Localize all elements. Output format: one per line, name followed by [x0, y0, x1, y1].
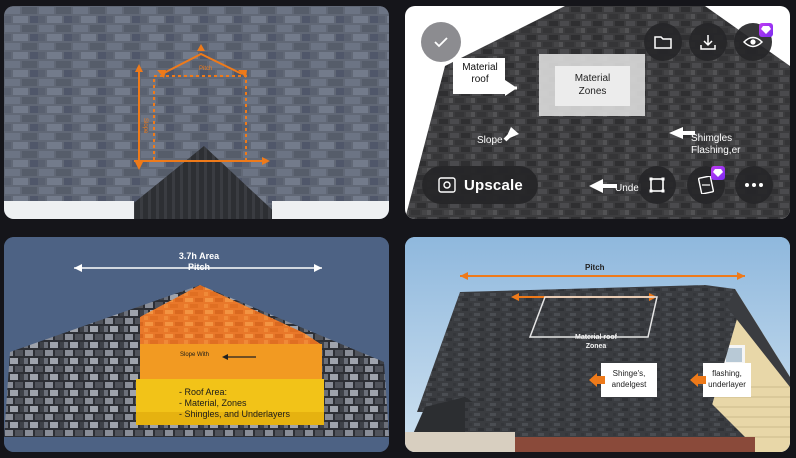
image-tile-1[interactable]: Pitch Slope — [4, 6, 389, 219]
slope-label: Slope — [477, 135, 503, 146]
more-options-button[interactable] — [735, 166, 773, 204]
upscale-button[interactable]: Upscale — [422, 166, 538, 204]
eye-icon — [743, 36, 763, 48]
image-tile-4[interactable]: Pitch Material roof Zonea Shinge's, ande… — [405, 237, 790, 452]
slope-with-label: Slope With — [180, 352, 210, 358]
shingles-flashing-label: Shimgles Flashing,er — [691, 133, 741, 156]
area-pitch-label: 3.7h Area Pitch — [178, 251, 220, 272]
open-folder-button[interactable] — [644, 23, 682, 61]
download-icon — [700, 35, 716, 50]
premium-diamond-icon — [711, 166, 725, 180]
crop-button[interactable] — [638, 166, 676, 204]
film-icon — [698, 176, 714, 194]
under-label: Undel — [615, 183, 642, 194]
download-button[interactable] — [689, 23, 727, 61]
upscale-icon — [438, 177, 456, 193]
shingle-roof-pitch-image: Pitch Slope — [4, 6, 389, 219]
select-check-button[interactable] — [421, 22, 461, 62]
house-roof-photo-image — [405, 237, 790, 452]
flashing-box-label: flashing, underlayer — [708, 369, 746, 389]
more-dots-icon — [745, 183, 763, 187]
premium-diamond-icon — [759, 23, 773, 37]
pitch-label: Pitch — [199, 66, 212, 72]
image-tile-2[interactable]: Material roof Material Zones Slope Shimg… — [405, 6, 790, 219]
material-roof-zones-label: Material roof Zonea — [574, 334, 617, 350]
material-zones-label: Material Zones — [574, 73, 611, 97]
slope-label: Slope — [142, 118, 148, 134]
upscale-label: Upscale — [464, 176, 523, 194]
roof-area-diagram-image — [4, 237, 389, 452]
crop-icon — [649, 177, 665, 193]
image-tile-3[interactable]: 3.7h Area Pitch Slope With - Roof Area: … — [4, 237, 389, 452]
folder-icon — [654, 36, 672, 49]
roof-area-list: - Roof Area: - Material, Zones - Shingle… — [179, 387, 291, 419]
pitch-label: Pitch — [585, 263, 605, 272]
roof-material-zones-image — [405, 6, 790, 219]
check-icon — [434, 37, 448, 48]
shingles-box-label: Shinge's, andelgest — [611, 369, 647, 389]
material-roof-label: Material roof — [462, 62, 498, 85]
